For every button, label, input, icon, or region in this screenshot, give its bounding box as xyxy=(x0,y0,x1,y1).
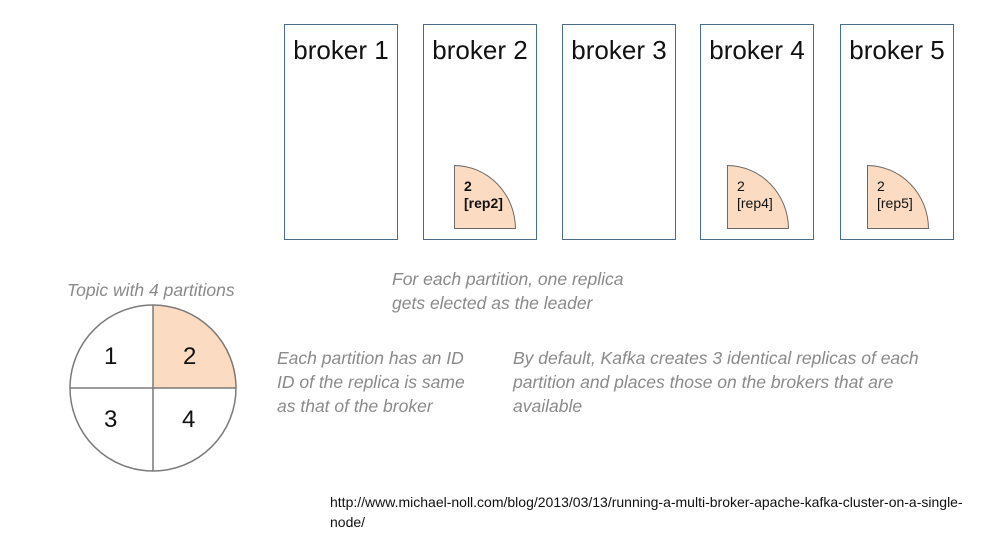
leader-note-line-1: For each partition, one replica xyxy=(392,269,624,289)
partition-3-label: 3 xyxy=(104,406,118,433)
default-note-line-1: By default, Kafka creates 3 identical re… xyxy=(513,348,919,368)
partition-2-highlight xyxy=(153,305,236,388)
replica-2-id: [rep2] xyxy=(464,195,503,211)
id-note: Each partition has an ID ID of the repli… xyxy=(277,346,465,418)
leader-note: For each partition, one replica gets ele… xyxy=(392,267,624,315)
id-note-line-3: as that of the broker xyxy=(277,396,433,416)
topic-partition-circle xyxy=(69,304,237,472)
broker-3-box: broker 3 xyxy=(562,24,676,240)
replica-4-text: 2 [rep4] xyxy=(737,178,773,212)
broker-1-label: broker 1 xyxy=(293,35,389,65)
replica-2-quarter: 2 [rep2] xyxy=(454,165,516,229)
topic-caption: Topic with 4 partitions xyxy=(67,280,235,300)
broker-4-label: broker 4 xyxy=(709,35,805,65)
partition-1-label: 1 xyxy=(104,343,118,370)
replica-4-partition: 2 xyxy=(737,178,745,194)
default-replicas-note: By default, Kafka creates 3 identical re… xyxy=(513,346,919,418)
broker-1-box: broker 1 xyxy=(284,24,398,240)
partition-2-label: 2 xyxy=(183,343,197,370)
replica-4-quarter: 2 [rep4] xyxy=(727,165,789,229)
default-note-line-2: partition and places those on the broker… xyxy=(513,372,894,392)
replica-5-text: 2 [rep5] xyxy=(877,178,913,212)
replica-5-id: [rep5] xyxy=(877,195,913,211)
replica-2-text: 2 [rep2] xyxy=(464,178,503,212)
id-note-line-1: Each partition has an ID xyxy=(277,348,464,368)
broker-5-box: broker 5 2 [rep5] xyxy=(840,24,954,240)
replica-2-partition: 2 xyxy=(464,178,472,194)
broker-3-label: broker 3 xyxy=(571,35,667,65)
source-url: http://www.michael-noll.com/blog/2013/03… xyxy=(330,494,963,530)
leader-note-line-2: gets elected as the leader xyxy=(392,293,593,313)
replica-5-partition: 2 xyxy=(877,178,885,194)
broker-4-box: broker 4 2 [rep4] xyxy=(700,24,814,240)
broker-5-label: broker 5 xyxy=(849,35,945,65)
id-note-line-2: ID of the replica is same xyxy=(277,372,465,392)
replica-4-id: [rep4] xyxy=(737,195,773,211)
default-note-line-3: available xyxy=(513,396,583,416)
replica-5-quarter: 2 [rep5] xyxy=(867,165,929,229)
broker-2-label: broker 2 xyxy=(432,35,528,65)
broker-2-box: broker 2 2 [rep2] xyxy=(423,24,537,240)
partition-4-label: 4 xyxy=(182,406,196,433)
